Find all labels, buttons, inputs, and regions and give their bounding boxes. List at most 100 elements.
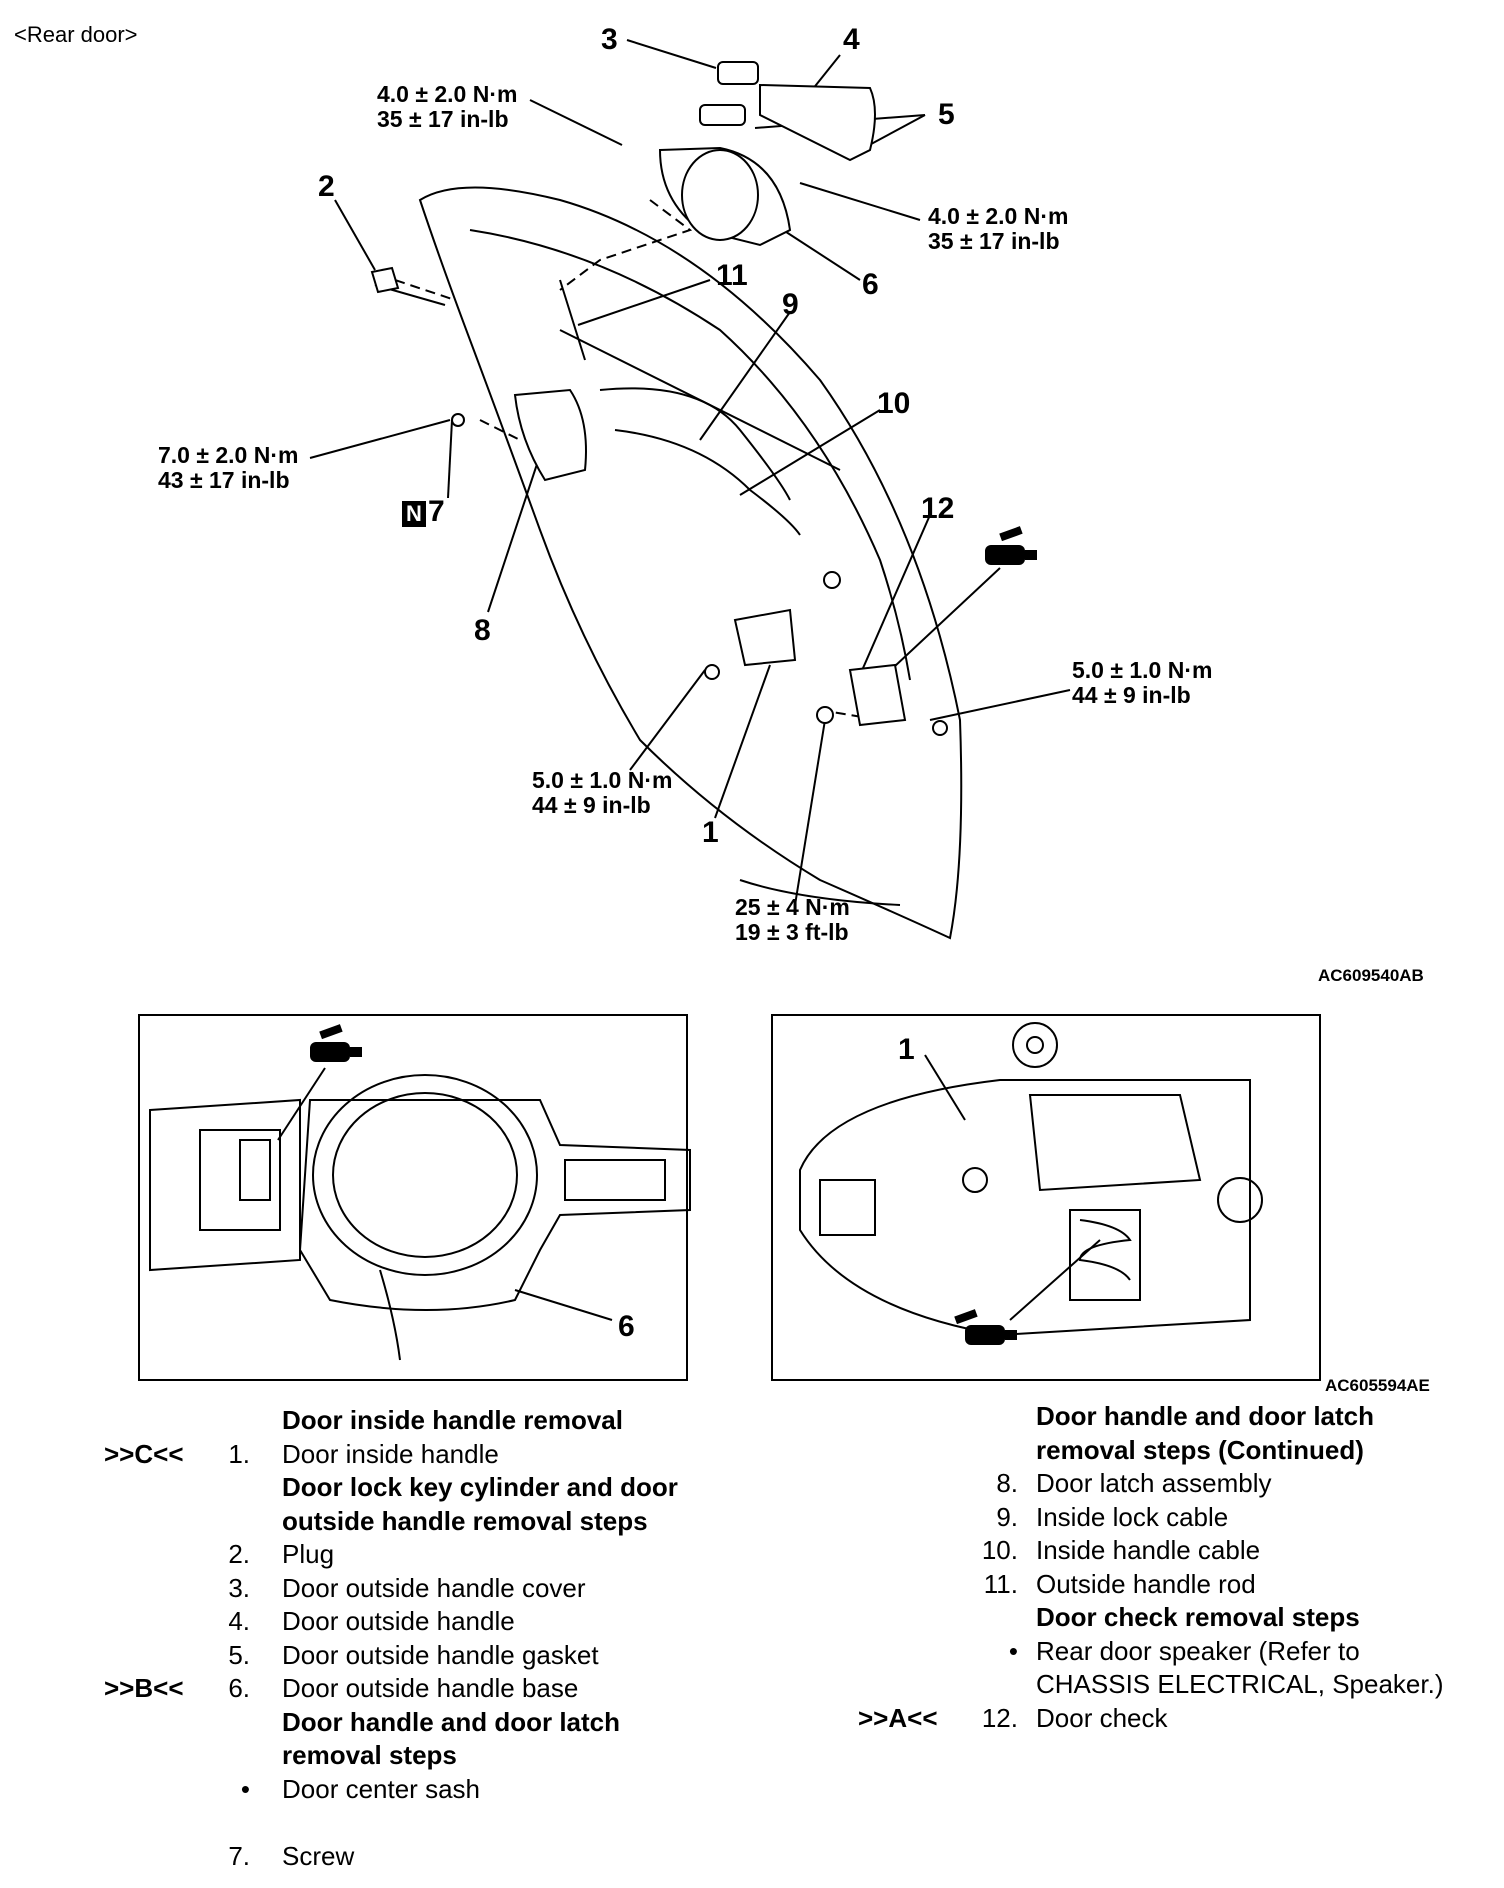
latch-assembly-part [513, 388, 587, 482]
step-text: Door outside handle base [282, 1673, 579, 1703]
step-row: 10.Inside handle cable [858, 1534, 1498, 1568]
step-heading: Door inside handle removal [282, 1405, 623, 1435]
step-row: •Rear door speaker (Refer to [858, 1635, 1498, 1669]
step-row: Door handle and door latch [104, 1706, 724, 1740]
step-number: 4. [228, 1606, 250, 1636]
step-row: Door check removal steps [858, 1601, 1498, 1635]
step-row: >>B<< 6. Door outside handle base [104, 1672, 724, 1706]
step-row: >>A<< 12. Door check [858, 1702, 1498, 1736]
step-row: removal steps (Continued) [858, 1434, 1498, 1468]
callout-5: 5 [938, 98, 955, 131]
outside-handle-gasket-part [699, 104, 746, 126]
step-text: Door latch assembly [1036, 1468, 1272, 1498]
step-number: 3. [228, 1572, 250, 1603]
inset-left-frame [138, 1014, 688, 1381]
torque-check-bottom: 25 ± 4 N·m 19 ± 3 ft-lb [735, 894, 850, 945]
callout-9: 9 [782, 288, 799, 321]
step-text: CHASSIS ELECTRICAL, Speaker.) [1036, 1669, 1444, 1699]
step-number: 2. [228, 1539, 250, 1569]
step-number: 1. [228, 1438, 250, 1469]
callout-10: 10 [877, 387, 911, 420]
callout-12: 12 [921, 492, 955, 525]
step-heading: removal steps [282, 1740, 457, 1770]
step-text: Rear door speaker (Refer to [1036, 1635, 1360, 1666]
step-text: Inside lock cable [1036, 1501, 1229, 1532]
step-row: >>C<< 1. Door inside handle [104, 1438, 724, 1472]
step-text: Door outside handle [282, 1606, 515, 1636]
inset-callout-1: 1 [898, 1033, 915, 1066]
grease-icon-right [954, 1309, 1017, 1345]
step-heading: Door check removal steps [1036, 1602, 1360, 1632]
step-mark: >>C<< [104, 1438, 184, 1469]
step-text: Door outside handle gasket [282, 1639, 599, 1670]
step-row: 7. Screw [104, 1840, 724, 1874]
figure-ref-main: AC609540AB [1318, 966, 1424, 985]
step-text: Door center sash [282, 1773, 480, 1804]
step-row: outside handle removal steps [104, 1505, 724, 1539]
step-number: 11. [983, 1568, 1018, 1599]
inset-left-drawing [149, 1074, 691, 1361]
step-heading: Door lock key cylinder and door [282, 1472, 678, 1502]
step-row: Door handle and door latch [858, 1400, 1498, 1434]
step-mark: >>A<< [858, 1702, 938, 1733]
n-badge: N [402, 501, 426, 527]
callout-8: 8 [474, 614, 491, 647]
step-number: 7. [228, 1840, 250, 1871]
step-number: 12. [981, 1702, 1018, 1733]
step-row: CHASSIS ELECTRICAL, Speaker.) [858, 1668, 1498, 1702]
step-row: Door lock key cylinder and door [104, 1471, 724, 1505]
step-text: Outside handle rod [1036, 1568, 1256, 1599]
figure-ref-insets: AC605594AE [1325, 1376, 1430, 1395]
inset-right-frame [771, 1014, 1321, 1381]
callout-3: 3 [601, 23, 618, 56]
page-title: <Rear door> [14, 22, 138, 47]
step-text: Screw [282, 1840, 355, 1871]
door-panel-inner [469, 229, 911, 681]
step-row: Door inside handle removal [104, 1404, 724, 1438]
torque-check-right: 5.0 ± 1.0 N·m 44 ± 9 in-lb [1072, 657, 1213, 708]
inside-handle-part [733, 608, 797, 667]
steps-left: Door inside handle removal >>C<< 1. Door in… [104, 1404, 724, 1873]
outside-handle-part [759, 83, 876, 162]
step-heading: outside handle removal steps [282, 1505, 648, 1536]
callout-2: 2 [318, 170, 335, 203]
step-text: Door outside handle cover [282, 1572, 586, 1603]
callout-6: 6 [862, 268, 879, 301]
step-number: 9. [996, 1501, 1018, 1532]
torque-inside-handle: 5.0 ± 1.0 N·m 44 ± 9 in-lb [532, 767, 673, 818]
step-row: 5. Door outside handle gasket [104, 1639, 724, 1673]
step-text: Door inside handle [282, 1438, 499, 1469]
door-check-part [848, 663, 907, 727]
callout-11: 11 [716, 259, 748, 292]
outside-handle-cover-part [717, 61, 759, 85]
step-heading: Door handle and door latch [1036, 1401, 1375, 1431]
door-panel-outline [418, 186, 963, 940]
step-row: 4. Door outside handle [104, 1605, 724, 1639]
step-row: 11. Outside handle rod [858, 1568, 1498, 1602]
step-number: 5. [228, 1639, 250, 1670]
torque-latch: 7.0 ± 2.0 N·m 43 ± 17 in-lb [158, 442, 299, 493]
grease-icon-left [310, 1024, 362, 1062]
step-number: 6. [228, 1673, 250, 1703]
step-text: Plug [282, 1539, 335, 1569]
callout-1: 1 [702, 816, 719, 849]
step-mark: >>B<< [104, 1673, 184, 1703]
grease-icon-main [985, 526, 1037, 565]
callout-4: 4 [843, 23, 860, 56]
step-row: • Door center sash [104, 1773, 724, 1807]
step-number: 8. [996, 1468, 1018, 1498]
step-text: Door check [1036, 1702, 1168, 1733]
step-row [104, 1806, 724, 1840]
step-heading: removal steps (Continued) [1036, 1434, 1364, 1465]
step-row: removal steps [104, 1739, 724, 1773]
step-row: 9. Inside lock cable [858, 1501, 1498, 1535]
inset-right-drawing [799, 1022, 1263, 1337]
step-text: Inside handle cable [1036, 1535, 1261, 1565]
step-number: • [240, 1773, 250, 1804]
step-row: 3. Door outside handle cover [104, 1572, 724, 1606]
step-heading: Door handle and door latch [282, 1706, 621, 1737]
inset-callout-6: 6 [618, 1310, 635, 1343]
